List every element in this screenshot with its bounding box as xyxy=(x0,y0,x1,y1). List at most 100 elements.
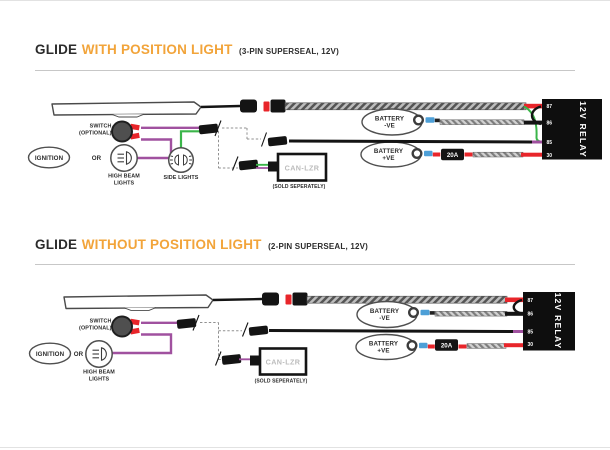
red-link xyxy=(432,152,441,157)
or-label: OR xyxy=(92,155,102,162)
switch-label2: (OPTIONAL) xyxy=(79,325,112,331)
high-beam-icon xyxy=(117,151,132,165)
fuse-20a xyxy=(441,148,464,161)
bar-cable xyxy=(212,297,263,302)
pin86-black-tip xyxy=(505,311,523,316)
relay-12v: 87 86 85 30 12V RELAY xyxy=(523,292,575,351)
ring-terminal-icon xyxy=(411,147,423,159)
glide-light-bar xyxy=(63,294,214,311)
battery-neg-label2: -VE xyxy=(384,123,395,130)
relay-label: 12V RELAY xyxy=(553,293,563,350)
high-beam-label: HIGH BEAM xyxy=(108,174,140,180)
optional-routing-dashes xyxy=(200,322,242,360)
battery-negative: BATTERY -VE xyxy=(356,300,523,329)
can-lzr-module: CAN-LZR (SOLD SEPERATELY) xyxy=(255,347,308,385)
fuse-label: 20A xyxy=(447,152,459,159)
battery-pos-label2: +VE xyxy=(377,348,389,355)
ignition-source: IGNITION xyxy=(27,146,71,169)
ignition-label: IGNITION xyxy=(35,155,64,162)
high-beam-source: HIGH BEAM LIGHTS xyxy=(83,340,115,382)
inline-connector xyxy=(198,120,222,137)
fuse-label: 20A xyxy=(441,342,453,349)
can-lzr-label: CAN-LZR xyxy=(285,164,320,173)
bar-connector xyxy=(262,292,279,306)
relay-label: 12V RELAY xyxy=(578,101,588,158)
switch-label: SWITCH xyxy=(90,318,112,324)
bar-cable xyxy=(200,104,241,109)
fuse-20a xyxy=(435,339,458,351)
battery-pos-label: BATTERY xyxy=(374,148,404,155)
ring-terminal-icon xyxy=(406,340,418,352)
pin30-red-tip xyxy=(521,152,542,157)
battery-neg-label: BATTERY xyxy=(375,116,405,123)
braided-power-cable xyxy=(284,102,527,111)
glide-light-bar xyxy=(51,101,202,118)
switch-label2: (OPTIONAL) xyxy=(79,130,112,136)
product-name: GLIDE xyxy=(35,237,78,252)
blue-crimp xyxy=(419,342,428,349)
battery-neg-label2: -VE xyxy=(379,315,390,322)
title-divider xyxy=(35,264,575,265)
diagram1-title: GLIDE WITH POSITION LIGHT (3-PIN SUPERSE… xyxy=(35,41,339,59)
battery-positive: BATTERY +VE 20A xyxy=(360,141,542,168)
high-beam-label2: LIGHTS xyxy=(89,376,110,382)
battery-positive: BATTERY +VE 20A xyxy=(355,333,523,361)
pos-wire xyxy=(472,151,524,158)
inline-connector xyxy=(241,322,269,337)
switch: SWITCH (OPTIONAL) xyxy=(79,315,140,338)
battery-pos-label2: +VE xyxy=(382,155,394,162)
wire-link xyxy=(434,118,440,123)
pin-87: 87 xyxy=(547,104,553,110)
can-lzr-connector xyxy=(231,156,278,172)
switch-knob xyxy=(111,315,133,338)
red-link xyxy=(427,344,435,349)
optional-routing-dashes xyxy=(218,127,261,169)
switch-knob xyxy=(111,120,133,143)
high-beam-label2: LIGHTS xyxy=(114,180,135,186)
pin-86: 86 xyxy=(547,121,553,127)
high-beam-to-switch-wire xyxy=(137,138,173,160)
product-name: GLIDE xyxy=(35,42,78,57)
battery-neg-label: BATTERY xyxy=(370,308,400,315)
blue-crimp xyxy=(425,117,435,123)
sold-separately-label: (SOLD SEPERATELY) xyxy=(255,379,308,385)
pin-86: 86 xyxy=(528,312,534,318)
pin87-red-tip xyxy=(524,103,542,109)
high-beam-source: HIGH BEAM LIGHTS xyxy=(108,144,140,186)
superseal-connector xyxy=(270,99,286,113)
ignition-source: IGNITION xyxy=(28,342,72,365)
can-lzr-connector xyxy=(214,351,260,366)
pin30-red-tip xyxy=(504,343,523,348)
variant-name: WITH POSITION LIGHT xyxy=(81,42,233,57)
ignition-label: IGNITION xyxy=(36,351,65,358)
superseal-connector xyxy=(292,292,308,306)
pin-30: 30 xyxy=(528,342,534,348)
switch-label: SWITCH xyxy=(90,123,112,129)
wire-link xyxy=(429,311,435,315)
switch: SWITCH (OPTIONAL) xyxy=(79,120,140,143)
switch-signal-wire xyxy=(288,139,533,144)
pin-87: 87 xyxy=(528,298,534,304)
relay-12v: 87 86 85 30 12V RELAY xyxy=(542,99,602,160)
braided-power-cable xyxy=(306,295,508,304)
pin-30: 30 xyxy=(547,153,553,159)
side-light-wire xyxy=(179,130,200,148)
title-divider xyxy=(35,70,575,71)
side-lights-label: SIDE LIGHTS xyxy=(164,175,199,181)
can-lzr-module: CAN-LZR (SOLD SEPERATELY) xyxy=(273,152,328,190)
side-lights-icon xyxy=(170,154,192,166)
diagram2-title: GLIDE WITHOUT POSITION LIGHT (2-PIN SUPE… xyxy=(35,236,368,254)
connector-spec: (3-PIN SUPERSEAL, 12V) xyxy=(238,47,339,56)
neg-wire xyxy=(439,119,525,125)
sold-separately-label: (SOLD SEPERATELY) xyxy=(273,184,326,190)
ring-terminal-icon xyxy=(408,307,420,319)
inline-connector xyxy=(176,314,200,331)
diagram1-graphics: BATTERY -VE BATTERY +VE 20A xyxy=(27,99,602,190)
pin-85: 85 xyxy=(547,140,553,146)
high-beam-icon xyxy=(92,347,107,361)
or-label: OR xyxy=(74,351,84,358)
variant-name: WITHOUT POSITION LIGHT xyxy=(81,237,262,252)
diagram2-graphics: BATTERY -VE BATTERY +VE 20A xyxy=(28,292,575,385)
connector-spec: (2-PIN SUPERSEAL, 12V) xyxy=(268,242,369,251)
high-beam-to-switch-wire xyxy=(112,333,173,355)
